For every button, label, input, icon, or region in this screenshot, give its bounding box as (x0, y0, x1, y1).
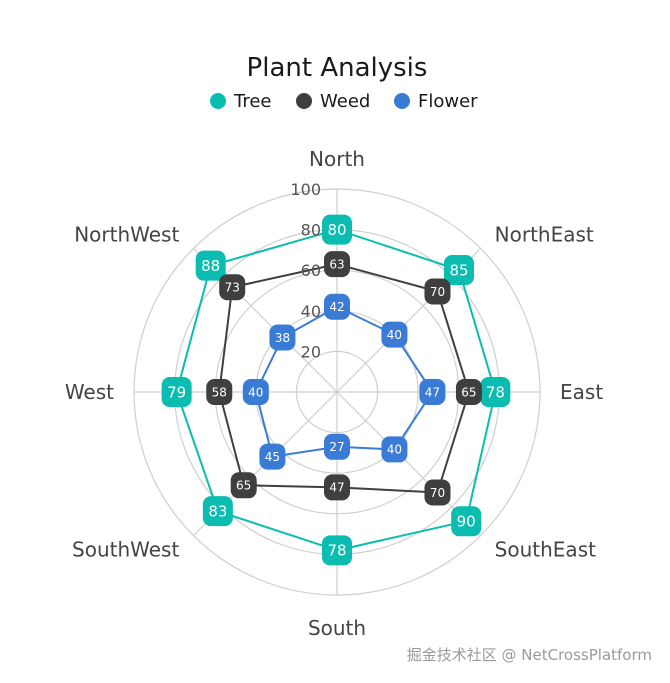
data-point[interactable] (324, 433, 350, 460)
data-point[interactable] (419, 379, 446, 405)
category-label: South (308, 616, 366, 640)
legend-item-weed[interactable]: Weed (296, 91, 370, 112)
data-label: 85 (449, 261, 468, 279)
data-label: 40 (387, 443, 402, 457)
data-point[interactable] (451, 506, 482, 537)
legend-item-tree[interactable]: Tree (210, 91, 272, 112)
data-label: 70 (430, 285, 445, 299)
data-point[interactable] (455, 379, 482, 405)
tick-label: 80 (301, 221, 321, 240)
data-label: 40 (248, 385, 263, 399)
data-point[interactable] (424, 479, 451, 506)
data-label: 79 (167, 383, 186, 401)
data-label: 65 (461, 385, 476, 399)
data-label: 27 (329, 440, 344, 454)
data-label: 58 (212, 385, 227, 399)
category-label: SouthWest (72, 538, 179, 562)
legend-label: Weed (320, 91, 370, 112)
data-point[interactable] (424, 278, 451, 305)
data-point[interactable] (322, 214, 352, 245)
tick-labels: 20 40 60 80 100 (290, 180, 321, 361)
tick-label: 100 (290, 180, 321, 199)
category-label: NorthEast (495, 222, 594, 246)
data-point[interactable] (381, 436, 408, 463)
data-label: 42 (329, 300, 344, 314)
legend-label: Tree (233, 91, 272, 112)
series-weed: 63 70 65 70 47 65 58 73 (206, 251, 482, 506)
data-point[interactable] (230, 472, 257, 499)
data-point[interactable] (206, 379, 233, 405)
data-point[interactable] (480, 377, 511, 407)
data-point[interactable] (242, 379, 269, 405)
data-point[interactable] (324, 474, 350, 501)
tick-label: 40 (301, 302, 321, 321)
category-label: NorthWest (74, 222, 179, 246)
data-label: 40 (387, 328, 402, 342)
data-label: 63 (329, 257, 344, 271)
legend-marker (296, 93, 312, 109)
data-point[interactable] (324, 293, 350, 320)
category-label: North (309, 147, 365, 171)
legend-label: Flower (418, 91, 478, 112)
data-label: 78 (486, 383, 505, 401)
category-label: East (560, 380, 603, 404)
data-label: 73 (225, 281, 240, 295)
data-label: 70 (430, 486, 445, 500)
series-layer: 80 85 78 90 78 83 79 88 63 70 65 70 47 65 58 73 42 40 47 40… (161, 214, 511, 566)
category-label: West (65, 380, 114, 404)
data-point[interactable] (219, 274, 246, 301)
data-point[interactable] (259, 443, 286, 470)
data-label: 65 (236, 479, 251, 493)
data-label: 47 (425, 385, 440, 399)
data-point[interactable] (195, 250, 226, 281)
series-tree: 80 85 78 90 78 83 79 88 (161, 214, 511, 566)
data-label: 45 (265, 450, 280, 464)
watermark: 掘金技术社区 @ NetCrossPlatform (406, 646, 652, 664)
legend-item-flower[interactable]: Flower (394, 91, 478, 112)
legend-marker (394, 93, 410, 109)
data-label: 47 (329, 481, 344, 495)
data-label: 78 (327, 542, 346, 560)
data-label: 38 (275, 331, 290, 345)
data-point[interactable] (161, 377, 192, 407)
data-point[interactable] (322, 535, 352, 566)
tick-label: 20 (301, 342, 321, 361)
tick-label: 60 (301, 261, 321, 280)
legend-marker (210, 93, 226, 109)
data-point[interactable] (324, 251, 350, 278)
data-point[interactable] (381, 321, 408, 348)
data-label: 88 (201, 257, 220, 275)
legend[interactable]: Tree Weed Flower (210, 91, 478, 112)
series-flower: 42 40 47 40 27 45 40 38 (242, 293, 446, 470)
data-point[interactable] (444, 254, 475, 285)
data-point[interactable] (269, 324, 296, 351)
data-label: 83 (208, 503, 227, 521)
data-label: 80 (327, 221, 346, 239)
chart-title: Plant Analysis (247, 53, 428, 83)
data-label: 90 (457, 513, 476, 531)
category-label: SouthEast (495, 538, 596, 562)
data-point[interactable] (202, 496, 233, 527)
